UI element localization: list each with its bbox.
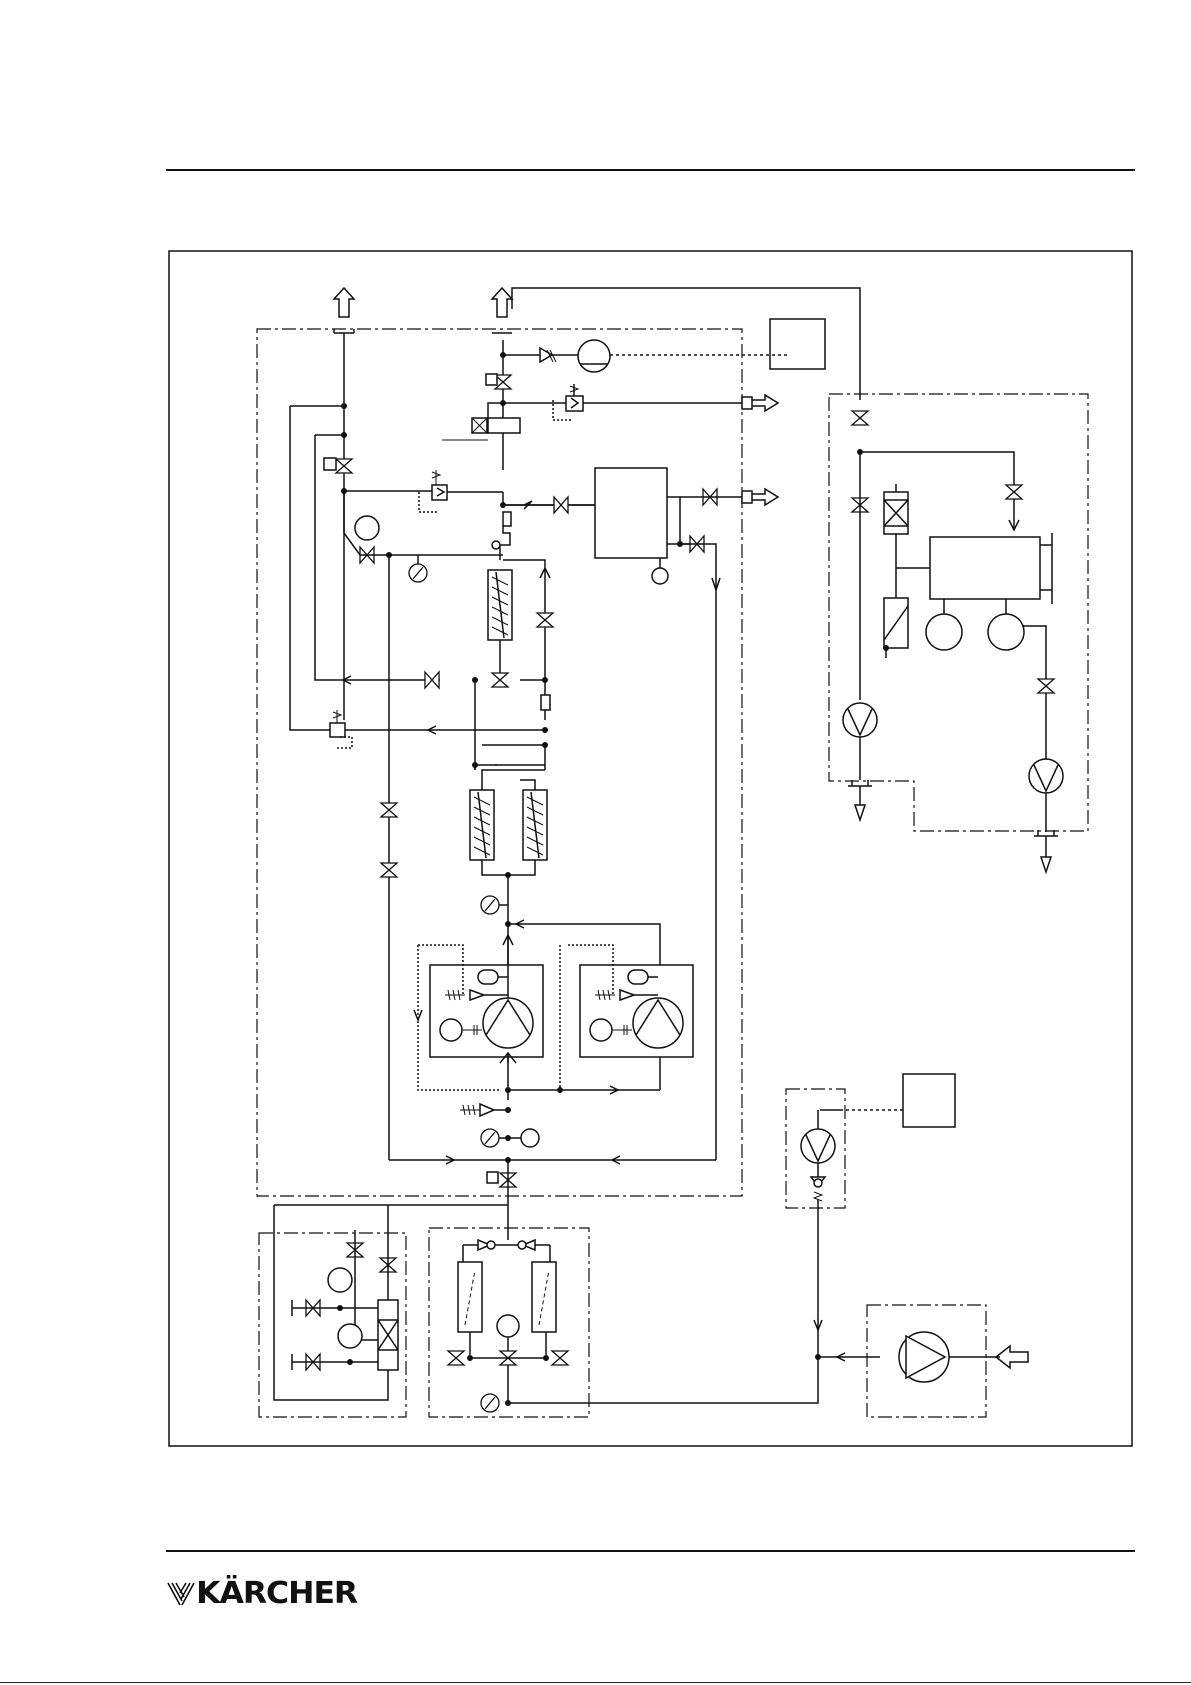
- brand-logo: KÄRCHER: [166, 1576, 353, 1611]
- outlet-arrow-icon: [742, 395, 778, 411]
- pump-group-1: [414, 935, 543, 1090]
- footer-rule: [166, 1550, 1135, 1552]
- diagram-frame: [169, 251, 1132, 1446]
- brand-name: KÄRCHER: [196, 1576, 357, 1611]
- karcher-logo-stripes-icon: [166, 1579, 196, 1609]
- pump-group-2: [560, 945, 693, 1090]
- outlet-arrow-icon: [742, 489, 778, 505]
- outlet-arrow-icon: [848, 780, 1058, 872]
- page-edge-line: [0, 1682, 1191, 1683]
- main-unit-boundary: [257, 329, 1088, 1417]
- outlet-arrow-icon: [334, 288, 512, 333]
- inlet-arrow-icon: [996, 1346, 1028, 1368]
